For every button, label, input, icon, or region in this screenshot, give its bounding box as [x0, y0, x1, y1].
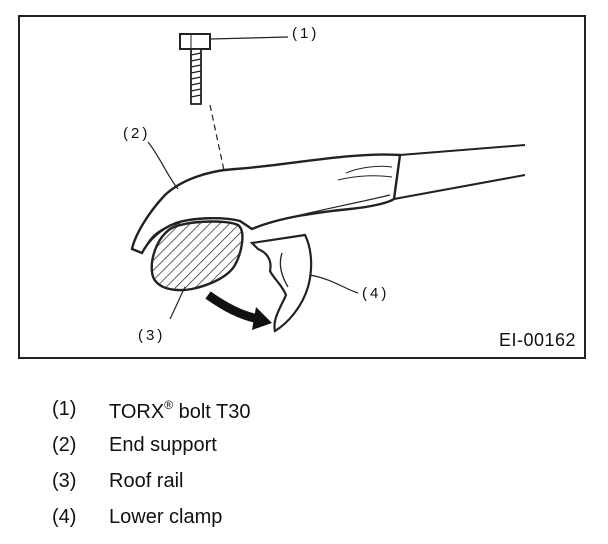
leader-1 — [209, 36, 289, 40]
figure-id: EI-00162 — [498, 330, 576, 350]
legend-label-text: TORX — [109, 401, 165, 423]
registered-mark: ® — [164, 398, 174, 412]
lower-clamp — [249, 233, 313, 333]
diagram-figure: (1) (2) (3) (4) EI-00162 — [18, 15, 586, 359]
callout-2: (2) — [123, 125, 151, 142]
rail-tube — [392, 144, 526, 200]
legend-label-rest: bolt T30 — [173, 401, 251, 423]
leader-2 — [147, 141, 179, 190]
diagram-drawing — [130, 33, 526, 333]
rotation-arrow — [205, 291, 272, 330]
leader-3 — [169, 286, 186, 320]
callout-4: (4) — [362, 285, 390, 302]
torx-bolt — [179, 33, 211, 105]
legend-number: (3) — [52, 470, 77, 492]
legend-number: (1) — [52, 398, 77, 420]
legend-label: Lower clamp — [109, 506, 223, 528]
roof-rail-section — [150, 220, 244, 292]
legend-number: (2) — [52, 434, 77, 456]
callout-3: (3) — [138, 327, 166, 344]
leader-4 — [309, 274, 359, 294]
legend-number: (4) — [52, 506, 77, 528]
legend-label: Roof rail — [109, 470, 184, 492]
callout-1: (1) — [292, 25, 320, 42]
legend-label: TORX® bolt T30 — [109, 398, 251, 424]
end-support — [130, 153, 402, 255]
legend-label: End support — [109, 434, 217, 456]
bolt-axis-line — [209, 104, 226, 176]
